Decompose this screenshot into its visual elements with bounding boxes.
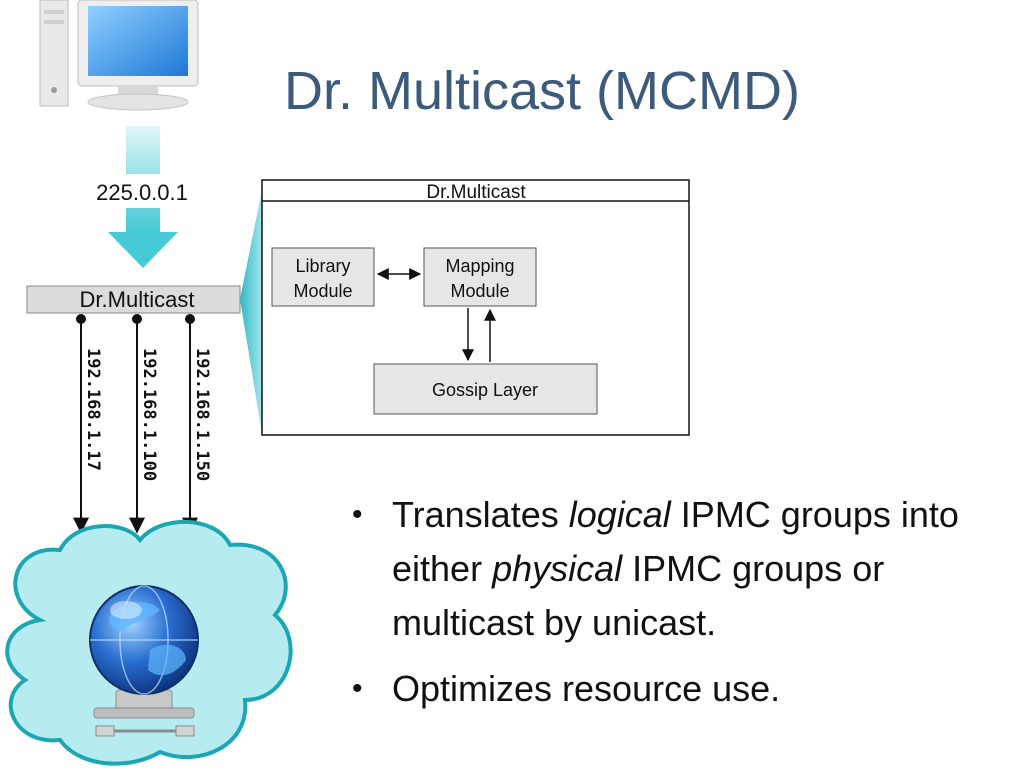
bullet-item-translates: • Translates logical IPMC groups into ei… [350, 488, 1010, 650]
mapping-module-line2: Module [450, 281, 509, 301]
detail-box: Dr.Multicast Library Module Mapping Modu… [261, 179, 690, 436]
bullet-dot: • [352, 672, 363, 705]
physical-address-2: 192.168.1.100 [139, 348, 159, 481]
gossip-layer-label: Gossip Layer [432, 380, 538, 400]
bullet-list: • Translates logical IPMC groups into ei… [350, 488, 1010, 728]
gossip-layer-box [373, 363, 598, 415]
physical-address-1: 192.168.1.17 [83, 348, 103, 471]
library-module-line2: Module [293, 281, 352, 301]
physical-links [73, 314, 198, 534]
router-label: Dr.Multicast [80, 287, 195, 312]
slide-title: Dr. Multicast (MCMD) [284, 61, 800, 121]
bullet-item-optimizes: • Optimizes resource use. [350, 662, 1010, 716]
emphasis-physical: physical [492, 548, 623, 589]
library-module-box [271, 247, 375, 307]
detail-box-title: Dr.Multicast [426, 182, 526, 203]
bullet-dot: • [352, 498, 363, 531]
library-module-line1: Library [295, 256, 350, 276]
globe-network-icon [89, 585, 199, 737]
router-bar [26, 285, 241, 314]
mapping-module-line1: Mapping [445, 256, 514, 276]
logical-address-label: 225.0.0.1 [96, 180, 188, 205]
mapping-module-box [423, 247, 537, 307]
desktop-computer-icon [39, 0, 199, 111]
zoom-connector [240, 190, 262, 434]
physical-address-3: 192.168.1.150 [192, 348, 212, 481]
emphasis-logical: logical [568, 494, 671, 535]
